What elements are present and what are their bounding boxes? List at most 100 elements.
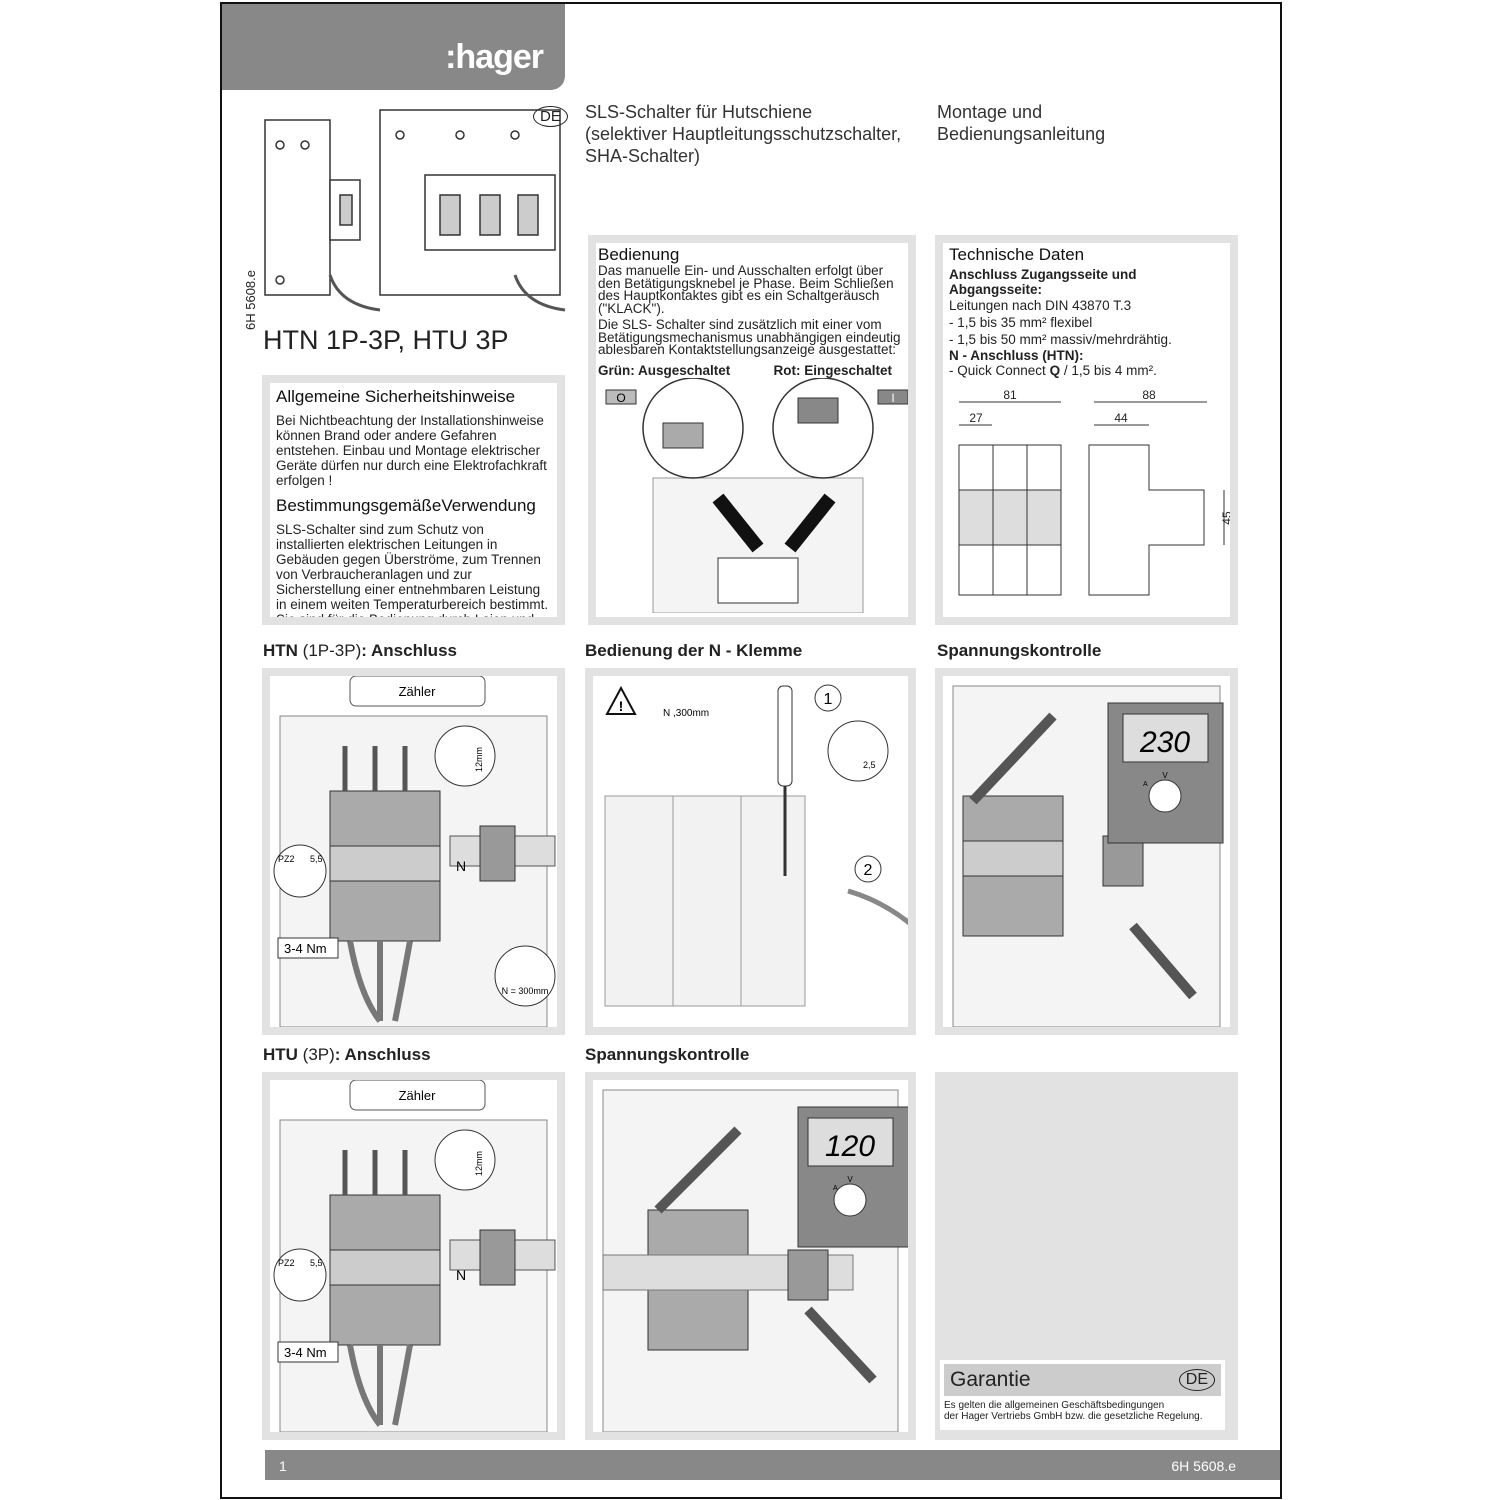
doc-subtitle-line: Bedienungsanleitung	[937, 124, 1106, 144]
green-off-label: Grün: Ausgeschaltet	[598, 362, 731, 378]
warning-icon	[605, 685, 637, 715]
safety-heading: Allgemeine Sicherheitshinweise	[276, 387, 516, 406]
meter-label-2: Zähler	[399, 1088, 437, 1103]
footer-bar: 1 6H 5608.e	[265, 1450, 1280, 1480]
product-illustration	[264, 109, 566, 312]
htn-normal: (1P-3P)	[297, 641, 362, 660]
tech-line: - 1,5 bis 35 mm² flexibel	[949, 315, 1093, 330]
amp-label-1: A	[1143, 781, 1148, 788]
indicator-legend: Grün: Ausgeschaltet Rot: Eingeschaltet	[598, 363, 906, 378]
safety-panel: Allgemeine Sicherheitshinweise Bei Nicht…	[262, 375, 565, 625]
product-title: HTN 1P-3P, HTU 3P	[263, 325, 509, 355]
operation-panel: Bedienung Das manuelle Ein- und Ausschal…	[588, 235, 916, 625]
doc-title-line: (selektiver Hauptleitungsschutzschalter,	[585, 124, 902, 144]
slot-label: 5,5	[310, 854, 323, 864]
torque-label: 3-4 Nm	[284, 941, 327, 956]
htu-heading: HTU (3P): Anschluss	[263, 1045, 431, 1065]
header-bar: :hager	[222, 4, 565, 90]
doc-title: SLS-Schalter für Hutschiene (selektiver …	[585, 101, 901, 167]
guarantee-text: Es gelten die allgemeinen Geschäftsbedin…	[940, 1400, 1225, 1422]
volt-label-1: V	[1162, 771, 1168, 780]
n-line-a: - Quick Connect	[949, 363, 1046, 378]
page-border	[220, 2, 1282, 1499]
hager-logo: :hager	[445, 38, 544, 76]
doc-code-vertical: 6H 5608.e	[243, 270, 258, 330]
doc-subtitle-line: Montage und	[937, 102, 1043, 122]
htn-bold: HTN	[263, 641, 298, 660]
n-label: N	[456, 858, 466, 874]
tech-sub: Anschluss Zugangsseite und Abgangsseite:	[949, 267, 1137, 297]
operation-illustration: O I	[605, 377, 908, 613]
voltage-heading-1: Spannungskontrolle	[937, 641, 1102, 660]
guarantee-heading: Garantie	[950, 1368, 1031, 1391]
n-heading: N - Anschluss (HTN):	[949, 348, 1084, 363]
guarantee-badge: DE	[1178, 1369, 1215, 1391]
voltage-check-diagram-2: 120 V A	[602, 1089, 908, 1432]
htn-connection-panel: Zähler 12mm PZ2 5,5 N 3-4 Nm N = 300mm	[262, 668, 565, 1035]
htu-wiring-diagram: Zähler 12mm PZ2 5,5 N 3-4 Nm	[273, 1080, 556, 1432]
doc-title-line: SHA-Schalter)	[585, 146, 701, 166]
usage-heading: BestimmungsgemäßeVerwendung	[276, 496, 536, 515]
htn-wiring-diagram: Zähler 12mm PZ2 5,5 N 3-4 Nm N = 300mm	[273, 676, 556, 1027]
htn-heading: HTN (1P-3P): Anschluss	[263, 641, 457, 661]
page-number: 1	[279, 1458, 287, 1474]
safety-text: Bei Nichtbeachtung der Installationshinw…	[276, 413, 547, 488]
guarantee-text-line: Es gelten die allgemeinen Geschäftsbedin…	[944, 1400, 1165, 1411]
blade-label: 2,5	[863, 760, 876, 770]
doc-subtitle: Montage und Bedienungsanleitung	[937, 101, 1105, 145]
strip-label-2: 12mm	[474, 1151, 484, 1176]
n-clamp-panel: ! N ,300mm 1 2,5 2	[585, 668, 916, 1035]
htn-rest: : Anschluss	[361, 641, 457, 660]
voltage-check-diagram-1: 230 V A	[952, 685, 1224, 1027]
volt-label-2: V	[847, 1175, 853, 1184]
n-clamp-diagram: ! N ,300mm 1 2,5 2	[604, 684, 908, 1007]
language-badge: DE	[533, 106, 568, 127]
voltage-heading-2: Spannungskontrolle	[585, 1045, 750, 1064]
meter-label: Zähler	[399, 684, 437, 699]
meter-reading-1: 230	[1139, 726, 1190, 759]
dim-81: 81	[1003, 390, 1017, 402]
guarantee-header: Garantie DE	[944, 1364, 1221, 1396]
voltage-check-panel-1: 230 V A	[935, 668, 1238, 1035]
n-length-label: N = 300mm	[502, 986, 549, 996]
svg-text:!: !	[619, 698, 624, 714]
footer-doc-code: 6H 5608.e	[1171, 1458, 1236, 1474]
dim-44: 44	[1114, 411, 1128, 425]
tech-heading: Technische Daten	[949, 245, 1085, 264]
tech-line: - 1,5 bis 50 mm² massiv/mehrdrähtig.	[949, 332, 1172, 347]
operation-text: Das manuelle Ein- und Ausschalten erfolg…	[598, 263, 894, 316]
n-length-label-2: N ,300mm	[663, 708, 709, 719]
n-clamp-heading: Bedienung der N - Klemme	[585, 641, 803, 660]
quick-connect-icon: Q	[1049, 363, 1061, 378]
n-line-b: / 1,5 bis 4 mm².	[1063, 363, 1157, 378]
amp-label-2: A	[833, 1185, 838, 1192]
htu-rest: : Anschluss	[334, 1045, 431, 1064]
dim-88: 88	[1142, 390, 1156, 402]
n-line: - Quick Connect Q / 1,5 bis 4 mm².	[949, 363, 1224, 378]
n-label-2: N	[456, 1267, 466, 1283]
pz-label-2: PZ2	[278, 1258, 295, 1268]
dim-45: 45	[1220, 511, 1230, 525]
guarantee-text-line: der Hager Vertriebs GmbH bzw. die gesetz…	[944, 1411, 1203, 1422]
operation-text-2: Die SLS- Schalter sind zusätzlich mit ei…	[598, 317, 901, 357]
tech-panel: Technische Daten Anschluss Zugangsseite …	[935, 235, 1238, 625]
usage-text: SLS-Schalter sind zum Schutz von install…	[276, 522, 549, 617]
doc-title-line: SLS-Schalter für Hutschiene	[585, 102, 813, 122]
on-symbol: I	[891, 391, 894, 405]
voltage-check-panel-2: 120 V A	[585, 1072, 916, 1440]
dimension-drawing: 81 27 88 44 45	[958, 390, 1230, 596]
off-symbol: O	[616, 391, 625, 405]
htu-bold: HTU	[263, 1045, 298, 1064]
meter-reading-2: 120	[825, 1130, 875, 1163]
htu-connection-panel: Zähler 12mm PZ2 5,5 N 3-4 Nm	[262, 1072, 565, 1440]
dim-27: 27	[969, 411, 983, 425]
tech-line: Leitungen nach DIN 43870 T.3	[949, 298, 1132, 313]
red-on-label: Rot: Eingeschaltet	[773, 362, 892, 378]
torque-label-2: 3-4 Nm	[284, 1345, 327, 1360]
htu-normal: (3P)	[297, 1045, 335, 1064]
pz-label: PZ2	[278, 854, 295, 864]
strip-label: 12mm	[474, 747, 484, 772]
step-2: 2	[864, 862, 873, 879]
operation-heading: Bedienung	[598, 245, 680, 264]
step-1: 1	[824, 691, 833, 708]
